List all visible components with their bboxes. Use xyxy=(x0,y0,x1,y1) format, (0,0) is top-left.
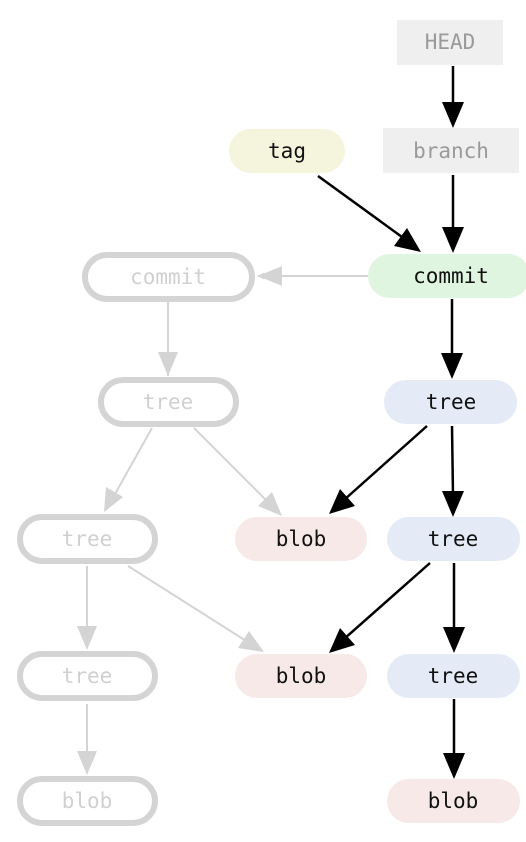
tree-node-1: tree xyxy=(384,380,517,424)
commit-node: commit xyxy=(368,254,526,298)
arrowhead-old-tree xyxy=(158,352,178,376)
tag-label: tag xyxy=(268,139,306,163)
arrowhead-blob-b-ghost xyxy=(238,631,264,652)
branch-ref-node: branch xyxy=(383,128,519,173)
commit-label: commit xyxy=(413,264,489,288)
old-commit-label: commit xyxy=(130,265,206,289)
old-tree-node-2: tree xyxy=(17,514,158,564)
arrowhead-blob-b xyxy=(329,628,355,653)
edge-old-tree2-to-blob-b xyxy=(127,565,263,652)
edge-tree2-to-blob-b xyxy=(343,562,431,640)
tag-node: tag xyxy=(229,129,345,173)
arrowhead-old-blob xyxy=(77,751,97,775)
arrowhead-tree3 xyxy=(443,627,465,653)
tree-3-label: tree xyxy=(428,664,479,688)
old-tree-2-label: tree xyxy=(62,527,113,551)
arrowhead-blob-a xyxy=(329,489,355,514)
arrowhead-old-tree3 xyxy=(77,626,97,650)
arrowhead-old-tree2 xyxy=(104,487,123,512)
tree-node-2: tree xyxy=(387,517,520,561)
head-label: HEAD xyxy=(425,30,476,54)
branch-label: branch xyxy=(413,139,489,163)
edge-tag-to-commit xyxy=(317,174,403,239)
dark-edges xyxy=(317,66,456,758)
arrowhead-commit-from-tag xyxy=(394,228,421,252)
old-blob-label: blob xyxy=(62,789,113,813)
arrowhead-tree1 xyxy=(441,353,463,379)
arrowhead-old-commit xyxy=(258,266,282,286)
arrowhead-blob-a-ghost xyxy=(258,492,282,516)
blob-node-b: blob xyxy=(235,654,367,698)
edge-tree1-to-tree2 xyxy=(450,425,455,497)
blob-node-c: blob xyxy=(387,779,520,823)
arrowhead-branch xyxy=(442,102,464,128)
arrowhead-blob-c xyxy=(443,753,465,779)
old-tree-1-label: tree xyxy=(143,390,194,414)
old-tree-3-label: tree xyxy=(62,664,113,688)
old-blob-node: blob xyxy=(17,776,158,826)
old-commit-node: commit xyxy=(82,252,255,302)
blob-b-label: blob xyxy=(276,664,327,688)
tree-1-label: tree xyxy=(426,390,477,414)
tree-node-3: tree xyxy=(387,654,520,698)
tree-2-label: tree xyxy=(428,527,479,551)
arrowhead-tree2 xyxy=(442,491,464,517)
blob-a-label: blob xyxy=(276,527,327,551)
old-tree-node-3: tree xyxy=(17,651,158,701)
blob-node-a: blob xyxy=(235,517,367,561)
old-tree-node-1: tree xyxy=(98,377,239,427)
edge-tree1-to-blob-a xyxy=(343,425,428,501)
head-ref-node: HEAD xyxy=(397,20,503,65)
arrowhead-commit-from-branch xyxy=(442,227,464,253)
dark-arrowheads xyxy=(329,102,465,779)
blob-c-label: blob xyxy=(428,789,479,813)
ghost-arrowheads xyxy=(77,266,282,775)
